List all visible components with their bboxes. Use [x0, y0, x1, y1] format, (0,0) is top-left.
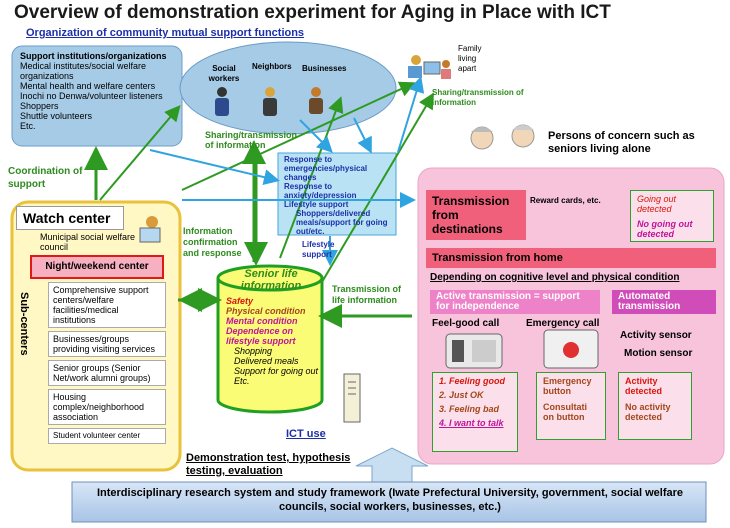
senior-subitem: Support for going out — [234, 366, 319, 376]
lifestyle-support-label: Lifestyle support — [302, 240, 335, 259]
support-item: Medical institutes/social welfare organi… — [20, 61, 147, 81]
response-line: Response to emergencies/physical changes — [284, 155, 368, 182]
transmission-home-label: Transmission from home — [432, 252, 563, 264]
no-activity-detected: No activity detected — [625, 402, 671, 422]
senior-life-cylinder — [216, 278, 324, 414]
sharing-family-label: Sharing/transmission of information — [432, 88, 524, 107]
subcenters-label: Sub-centers — [18, 292, 30, 356]
feel-option: 3. Feeling bad — [439, 404, 500, 414]
social-workers-label: Social workers — [208, 64, 240, 83]
feel-good-call-label: Feel-good call — [432, 318, 500, 329]
transmission-destinations-label: Transmission from destinations — [432, 194, 510, 236]
response-line: Lifestyle support — [284, 200, 349, 209]
watch-center-title: Watch center — [23, 210, 111, 226]
emergency-call-label: Emergency call — [526, 318, 600, 329]
family-icon — [408, 55, 451, 79]
business-icon — [309, 87, 323, 114]
neighbors-label: Neighbors — [252, 62, 292, 71]
senior-subitem: Delivered meals — [234, 356, 299, 366]
cognitive-label: Depending on cognitive level and physica… — [430, 272, 680, 283]
senior-subitem: Etc. — [234, 376, 250, 386]
businesses-label: Businesses — [302, 64, 347, 73]
no-going-out-detected: No going out detected — [637, 219, 693, 239]
senior-physical: Physical condition — [226, 306, 306, 316]
support-item: Etc. — [20, 121, 36, 131]
municipal-label: Municipal social welfare council — [40, 232, 136, 252]
response-box-text: Response to emergencies/physical changes… — [284, 155, 394, 236]
automated-transmission-label: Automated transmission — [618, 291, 681, 312]
subcenter-item: Businesses/groups providing visiting ser… — [48, 331, 166, 357]
demonstration-label: Demonstration test, hypothesis testing, … — [186, 452, 351, 477]
server-icon — [343, 373, 361, 423]
support-item: Shoppers — [20, 101, 59, 111]
senior-mental: Mental condition — [226, 316, 298, 326]
senior-faces-icon — [470, 124, 535, 150]
transmission-destinations-box: Transmission from destinations — [426, 190, 526, 240]
support-item: Mental health and welfare centers — [20, 81, 156, 91]
footer-text: Interdisciplinary research system and st… — [96, 487, 684, 513]
subcenter-item: Senior groups (Senior Net/work alumni gr… — [48, 360, 166, 386]
feel-options-box: 1. Feeling good 2. Just OK 3. Feeling ba… — [432, 372, 518, 452]
telephone-icon — [445, 333, 503, 369]
senior-safety: Safety — [226, 296, 254, 306]
response-box — [277, 152, 397, 236]
subcenter-list: Comprehensive support centers/welfare fa… — [48, 282, 166, 444]
family-label: Family living apart — [458, 44, 482, 73]
transmission-home-box: Transmission from home — [426, 248, 716, 268]
community-ellipse — [179, 41, 397, 135]
activity-detected: Activity detected — [625, 376, 663, 396]
feel-option: 4. I want to talk — [439, 418, 504, 428]
emergency-button-label: Emergency button — [543, 376, 592, 396]
ict-use-label: ICT use — [286, 428, 326, 440]
subcenter-item: Comprehensive support centers/welfare fa… — [48, 282, 166, 328]
response-indented: Shoppers/delivered meals/support for goi… — [296, 209, 388, 236]
operator-icon — [139, 216, 161, 243]
going-out-box: Going out detected No going out detected — [630, 190, 714, 242]
info-confirmation-label: Information confirmation and response — [183, 226, 242, 258]
reward-cards-label: Reward cards, etc. — [530, 196, 601, 205]
automated-transmission-box: Automated transmission — [612, 290, 716, 314]
persons-of-concern: Persons of concern such as seniors livin… — [548, 130, 695, 155]
active-transmission-box: Active transmission = support for indepe… — [430, 290, 600, 314]
senior-life-title: Senior life information — [240, 268, 302, 292]
night-weekend-box: Night/weekend center — [30, 255, 164, 279]
senior-life-list: Safety Physical condition Mental conditi… — [226, 296, 322, 386]
feel-option: 1. Feeling good — [439, 376, 506, 386]
social-worker-icon — [215, 87, 229, 116]
watch-center-title-box: Watch center — [16, 206, 124, 230]
support-institutions-title: Support institutions/organizations — [20, 51, 167, 61]
support-item: Inochi no Denwa/volunteer listeners — [20, 91, 163, 101]
transmission-life-info-label: Transmission of life information — [332, 284, 402, 305]
going-out-detected: Going out detected — [637, 194, 677, 214]
consultation-button-label: Consultati on button — [543, 402, 587, 422]
sharing-center-label: Sharing/transmission of information — [205, 130, 298, 150]
senior-dependence: Dependence on lifestyle support — [226, 326, 296, 346]
neighbor-icon — [263, 87, 277, 116]
page-title: Overview of demonstration experiment for… — [14, 2, 611, 23]
emergency-options-box: Emergency button Consultati on button — [536, 372, 606, 440]
response-line: Response to anxiety/depression — [284, 182, 357, 200]
coordination-label: Coordination of support — [8, 166, 83, 190]
activity-options-box: Activity detected No activity detected — [618, 372, 692, 440]
night-weekend-label: Night/weekend center — [45, 261, 149, 272]
emergency-device-icon — [543, 329, 599, 369]
feel-option: 2. Just OK — [439, 390, 484, 400]
up-arrow — [355, 447, 429, 483]
motion-sensor-label: Motion sensor — [624, 348, 693, 359]
support-item: Shuttle volunteers — [20, 111, 93, 121]
senior-subitem: Shopping — [234, 346, 273, 356]
subcenter-item: Housing complex/neighborhood association — [48, 389, 166, 425]
subcenter-item: Student volunteer center — [48, 428, 166, 444]
org-heading: Organization of community mutual support… — [26, 27, 305, 39]
support-institutions-list: Support institutions/organizations Medic… — [20, 51, 180, 131]
footer-bar — [71, 481, 707, 523]
active-transmission-label: Active transmission = support for indepe… — [436, 291, 580, 312]
activity-sensor-label: Activity sensor — [620, 330, 692, 341]
